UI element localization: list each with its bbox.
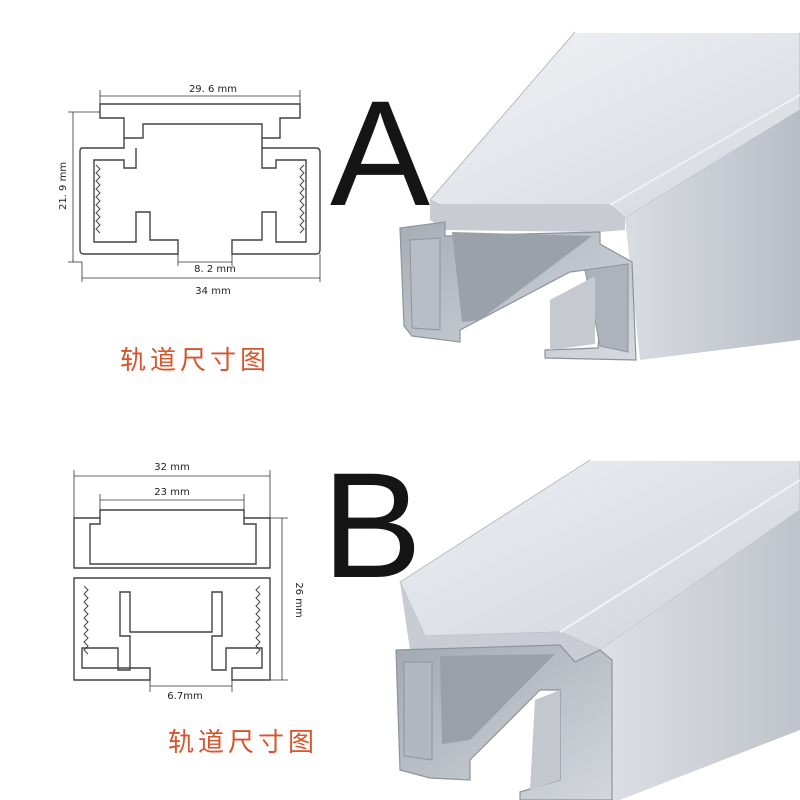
panel-a: 29. 6 mm 21. 9 mm 8. 2 mm 34 mm A 轨道尺寸图 <box>58 31 800 376</box>
rail-a-figure: 29. 6 mm 21. 9 mm 8. 2 mm 34 mm <box>58 31 800 361</box>
dim-top-width-a: 29. 6 mm <box>189 84 237 95</box>
dim-inner-width-b: 23 mm <box>154 487 189 498</box>
dim-height-a: 21. 9 mm <box>58 162 69 210</box>
dim-slot-a: 8. 2 mm <box>194 264 236 275</box>
cross-section-b <box>73 509 271 681</box>
rail-b-3d <box>395 459 800 800</box>
dim-outer-width-a: 34 mm <box>195 286 230 297</box>
caption-b: 轨道尺寸图 <box>168 728 319 758</box>
dim-slot-b: 6.7mm <box>167 691 202 702</box>
rail-a-3d <box>399 31 800 361</box>
dim-outer-width-b: 32 mm <box>154 462 189 473</box>
label-letter-b: B <box>322 441 423 609</box>
panel-b: 32 mm 23 mm 26 mm 6.7mm B 轨道尺寸图 <box>0 400 800 800</box>
label-letter-a: A <box>330 69 431 237</box>
cross-section-a <box>79 103 321 255</box>
dimension-lines-a <box>68 90 321 282</box>
dim-height-b: 26 mm <box>293 582 304 617</box>
caption-a: 轨道尺寸图 <box>120 346 271 376</box>
dimension-lines-b <box>73 470 288 692</box>
rail-b-figure: 32 mm 23 mm 26 mm 6.7mm <box>73 459 800 800</box>
